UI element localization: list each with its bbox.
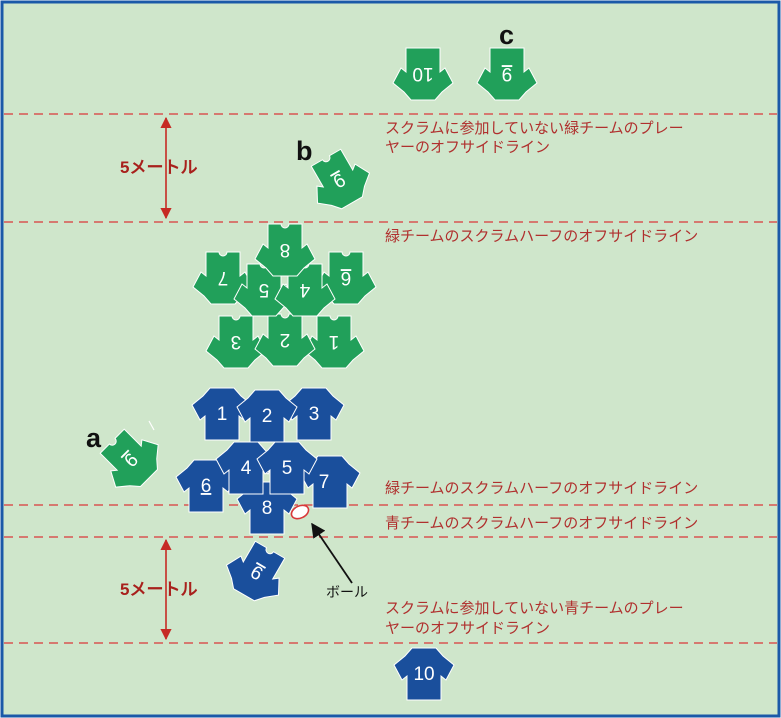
green-team: 10 9 9 9 3 1 2 7 <box>90 47 538 500</box>
svg-text:9: 9 <box>502 63 513 84</box>
green-player-7: 7 <box>192 251 254 305</box>
caption-blue-non-scrum-2: ヤーのオフサイドライン <box>385 619 550 637</box>
arrow-pointer-icon <box>311 522 353 584</box>
tick-mark <box>148 420 155 431</box>
svg-text:3: 3 <box>231 331 242 352</box>
distance-label-top: 5メートル <box>120 158 197 177</box>
ball-label: ボール <box>326 585 368 601</box>
green-player-3: 3 <box>205 315 267 369</box>
rugby-ball-icon <box>290 504 310 520</box>
svg-text:6: 6 <box>201 476 212 497</box>
blue-player-9: 9 <box>217 534 297 611</box>
svg-text:2: 2 <box>280 329 291 350</box>
svg-text:1: 1 <box>329 331 340 352</box>
distance-label-bottom: 5メートル <box>120 580 197 599</box>
svg-text:1: 1 <box>217 404 228 425</box>
svg-text:10: 10 <box>412 63 433 84</box>
blue-player-3: 3 <box>283 387 345 441</box>
blue-team: 6 7 8 4 5 1 3 2 <box>175 387 455 701</box>
green-player-10: 10 <box>392 47 454 101</box>
blue-player-8: 8 <box>236 481 298 535</box>
svg-text:5: 5 <box>282 458 293 479</box>
label-a: a <box>86 423 102 453</box>
green-player-2: 2 <box>254 313 316 367</box>
green-player-4: 4 <box>274 263 336 317</box>
blue-player-2: 2 <box>236 389 298 443</box>
caption-blue-scrum-half: 青チームのスクラムハーフのオフサイドライン <box>385 514 698 532</box>
caption-green-non-scrum-2: ヤーのオフサイドライン <box>385 138 550 156</box>
caption-green-scrum-half-top: 緑チームのスクラムハーフのオフサイドライン <box>385 227 698 245</box>
svg-text:8: 8 <box>280 239 291 260</box>
green-player-1: 1 <box>303 315 365 369</box>
caption-blue-non-scrum-1: スクラムに参加していない青チームのプレー <box>385 599 684 617</box>
blue-player-4: 4 <box>215 441 277 495</box>
label-c: c <box>499 20 514 50</box>
svg-text:4: 4 <box>299 279 310 300</box>
svg-text:7: 7 <box>319 472 330 493</box>
svg-text:5: 5 <box>259 279 270 300</box>
green-player-8: 8 <box>254 223 316 277</box>
green-player-5: 5 <box>233 263 295 317</box>
svg-text:7: 7 <box>218 267 229 288</box>
caption-green-non-scrum-1: スクラムに参加していない緑チームのプレー <box>385 119 684 137</box>
blue-player-6: 6 <box>175 459 237 513</box>
offside-lines <box>4 113 777 644</box>
svg-text:3: 3 <box>309 404 320 425</box>
green-player-9-a: 9 <box>90 419 171 500</box>
label-b: b <box>296 136 313 166</box>
caption-green-scrum-half: 緑チームのスクラムハーフのオフサイドライン <box>385 479 698 497</box>
svg-text:8: 8 <box>262 498 273 519</box>
blue-player-1: 1 <box>191 387 253 441</box>
svg-text:6: 6 <box>341 267 352 288</box>
blue-player-10: 10 <box>393 647 455 701</box>
svg-text:2: 2 <box>262 406 273 427</box>
green-player-9-c: 9 <box>476 47 538 101</box>
blue-player-5: 5 <box>256 441 318 495</box>
green-player-9-b: 9 <box>299 142 379 219</box>
svg-text:4: 4 <box>241 458 252 479</box>
blue-player-7: 7 <box>299 455 361 509</box>
green-player-6: 6 <box>315 251 377 305</box>
svg-text:10: 10 <box>413 664 434 685</box>
